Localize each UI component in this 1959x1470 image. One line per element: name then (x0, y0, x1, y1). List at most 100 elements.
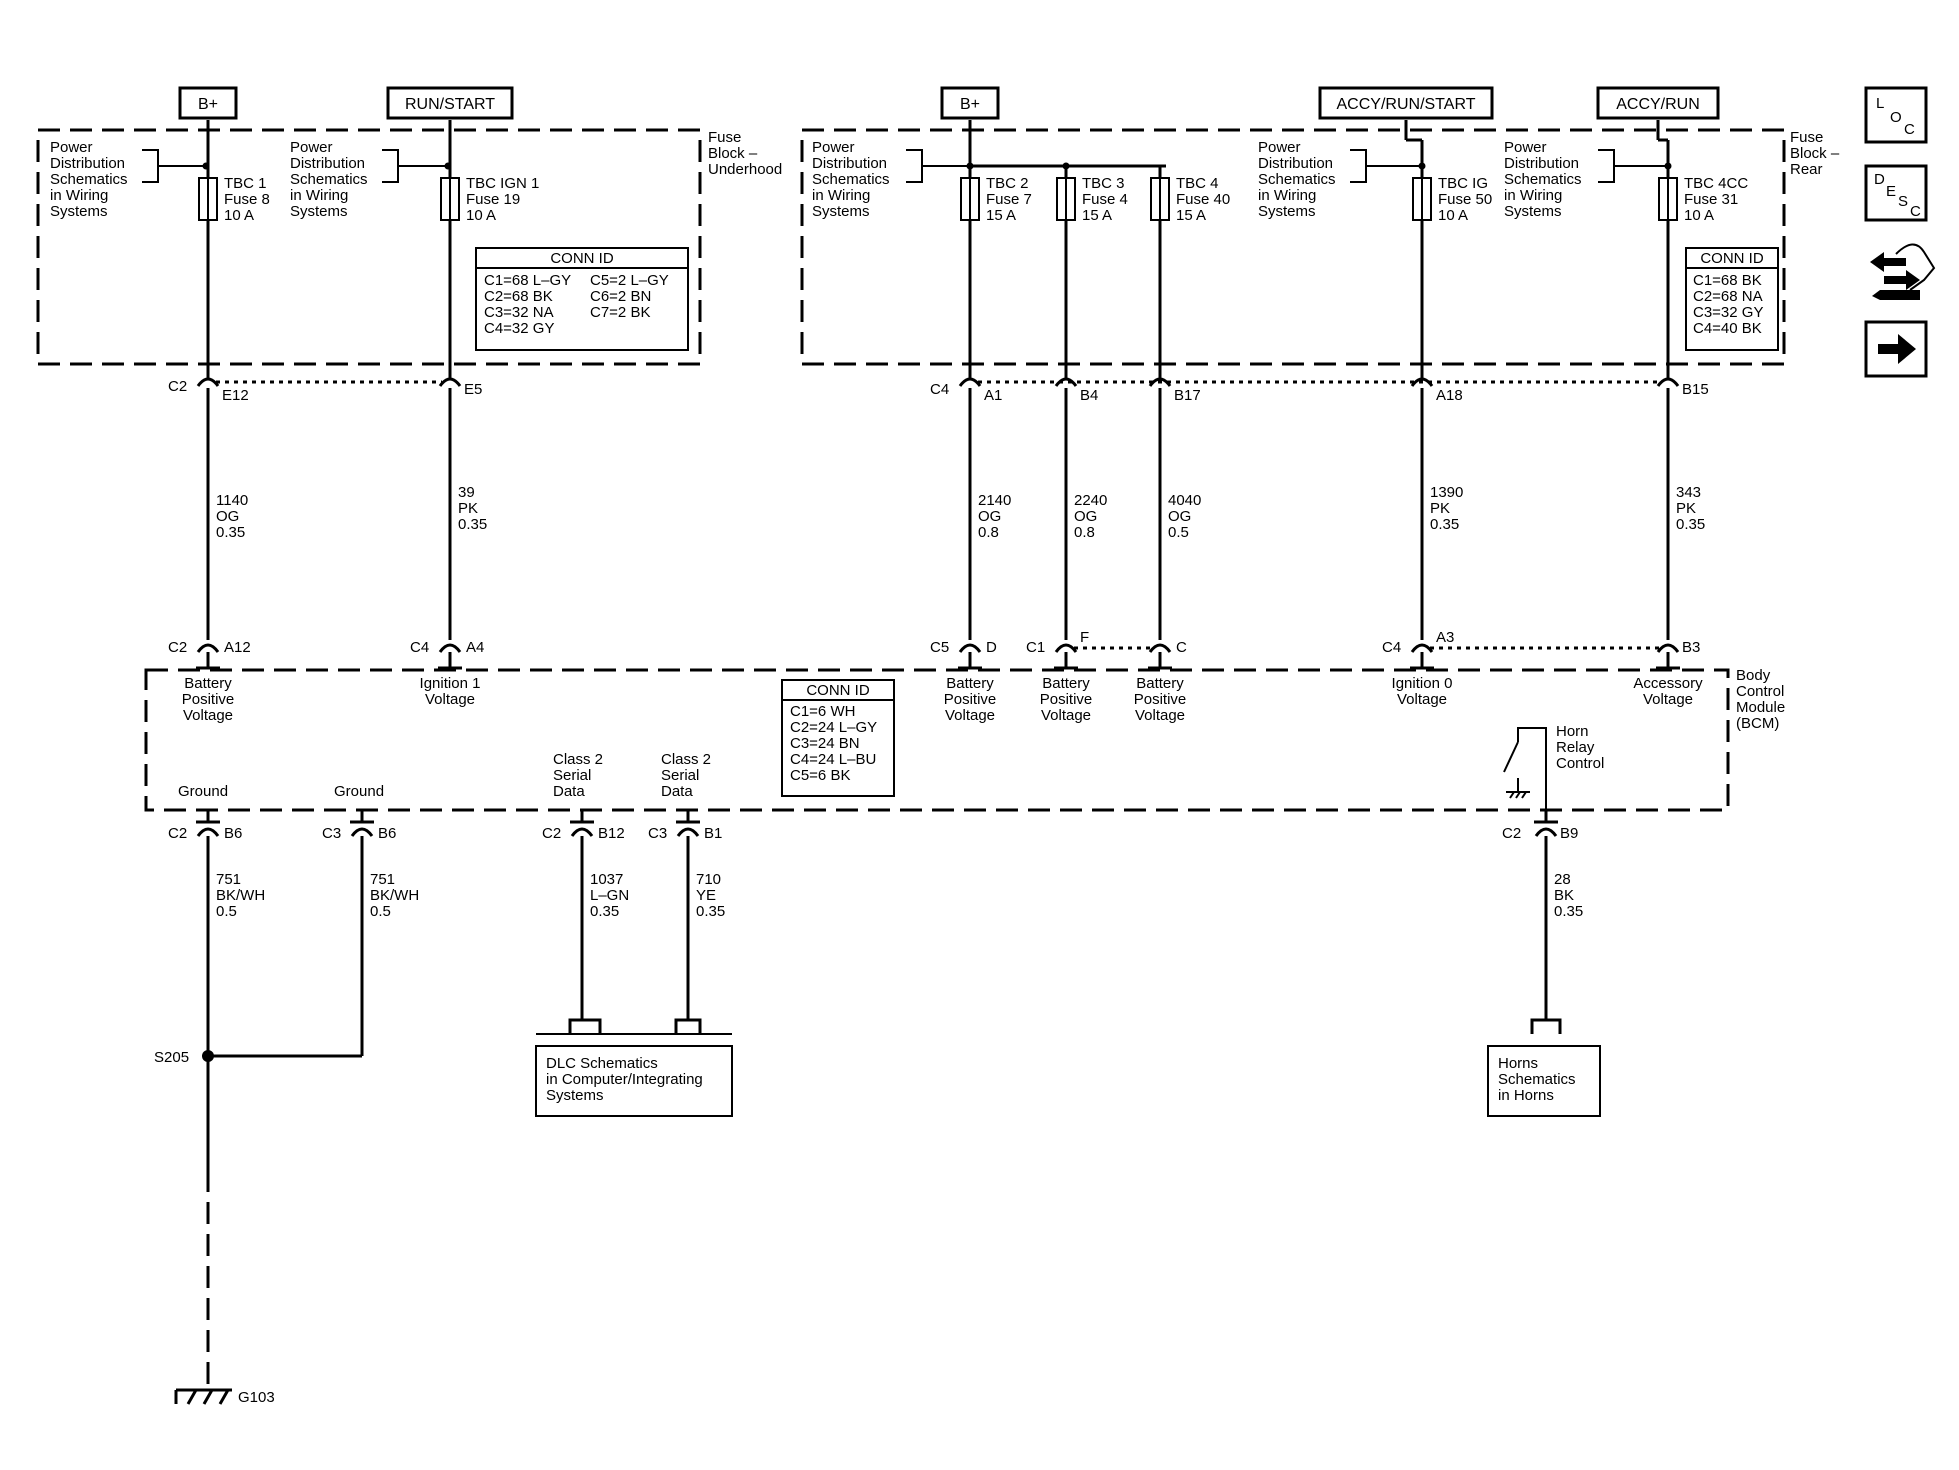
diagnostic-flow-icon[interactable] (1870, 243, 1936, 300)
svg-text:B1: B1 (704, 825, 722, 842)
power-distribution-refs: Power Distribution Schematics in Wiring … (50, 139, 1586, 220)
svg-text:C2=24 L–GY: C2=24 L–GY (790, 719, 877, 736)
svg-text:C1: C1 (1026, 639, 1045, 656)
upper-wire-runs (206, 388, 1670, 640)
ground-symbol: G103 (174, 1388, 275, 1406)
svg-text:F: F (1080, 629, 1089, 646)
svg-text:B6: B6 (378, 825, 396, 842)
svg-text:C4=24 L–BU: C4=24 L–BU (790, 751, 876, 768)
svg-text:CONN ID: CONN ID (806, 682, 870, 699)
svg-text:C2: C2 (168, 378, 187, 395)
svg-text:C4: C4 (930, 381, 949, 398)
svg-text:B9: B9 (1560, 825, 1578, 842)
svg-text:C2: C2 (1502, 825, 1521, 842)
svg-text:C2: C2 (542, 825, 561, 842)
svg-text:C4=40 BK: C4=40 BK (1693, 320, 1762, 337)
svg-text:C7=2 BK: C7=2 BK (590, 304, 650, 321)
source-b-plus-1: B+ (178, 86, 238, 120)
svg-text:C2: C2 (168, 639, 187, 656)
svg-text:B4: B4 (1080, 387, 1098, 404)
svg-text:A4: A4 (466, 639, 484, 656)
svg-text:C5=2 L–GY: C5=2 L–GY (590, 272, 669, 289)
svg-text:C5=6 BK: C5=6 BK (790, 767, 850, 784)
conn-id-underhood: CONN ID C1=68 L–GY C5=2 L–GY C2=68 BK C6… (475, 247, 689, 351)
svg-text:CONN ID: CONN ID (550, 250, 614, 267)
svg-text:A12: A12 (224, 639, 251, 656)
svg-text:B+: B+ (198, 96, 218, 113)
svg-text:Power Distribution: Power Distribution Schematics in Wiring … (812, 139, 894, 220)
svg-text:Ground: Ground (334, 783, 384, 800)
conn-id-bcm: CONN ID C1=6 WH C2=24 L–GY C3=24 BN C4=2… (781, 679, 895, 797)
svg-text:C3=32 NA: C3=32 NA (484, 304, 554, 321)
svg-text:C: C (1176, 639, 1187, 656)
svg-text:C3: C3 (322, 825, 341, 842)
svg-text:C5: C5 (930, 639, 949, 656)
svg-text:C2=68 NA: C2=68 NA (1693, 288, 1763, 305)
svg-text:A18: A18 (1436, 387, 1463, 404)
desc-icon[interactable]: D E S C (1864, 164, 1928, 222)
source-wires (206, 120, 1670, 178)
svg-text:C3=24 BN: C3=24 BN (790, 735, 860, 752)
svg-text:Power Distribution: Power Distribution Schematics in Wiring … (290, 139, 372, 220)
svg-text:O: O (1890, 109, 1902, 126)
svg-text:C4: C4 (410, 639, 429, 656)
svg-text:ACCY/RUN: ACCY/RUN (1616, 96, 1700, 113)
svg-text:CONN ID: CONN ID (1700, 250, 1764, 267)
svg-text:Power Distribution: Power Distribution Schematics in Wiring … (1504, 139, 1586, 220)
next-arrow-icon[interactable] (1864, 320, 1928, 378)
svg-text:C1=68 L–GY: C1=68 L–GY (484, 272, 571, 289)
bcm-top-connector-row: C2 A12 C4 A4 C5 D C1 F C C4 A3 B3 (168, 629, 1700, 670)
svg-text:C: C (1904, 121, 1915, 138)
loc-icon[interactable]: L O C (1864, 86, 1928, 144)
svg-text:C3: C3 (648, 825, 667, 842)
fuse-block-underhood-label: Fuse Block – Underhood (708, 129, 782, 178)
svg-text:C: C (1910, 203, 1921, 220)
svg-text:B17: B17 (1174, 387, 1201, 404)
svg-text:ACCY/RUN/START: ACCY/RUN/START (1337, 96, 1476, 113)
svg-text:L: L (1876, 95, 1884, 112)
source-accy-run-start: ACCY/RUN/START (1318, 86, 1494, 120)
svg-text:C2=68 BK: C2=68 BK (484, 288, 553, 305)
source-accy-run: ACCY/RUN (1596, 86, 1720, 120)
svg-text:C6=2 BN: C6=2 BN (590, 288, 651, 305)
body-control-module (144, 668, 1730, 812)
svg-text:E5: E5 (464, 381, 482, 398)
top-connector-row: C2 E12 E5 C4 A1 B4 B17 A18 B15 (168, 377, 1709, 404)
svg-text:C3=32 GY: C3=32 GY (1693, 304, 1763, 321)
fuse-block-rear (800, 128, 1786, 366)
fuse-block-underhood (36, 128, 702, 366)
fuse-block-rear-label: Fuse Block – Rear (1790, 129, 1843, 178)
